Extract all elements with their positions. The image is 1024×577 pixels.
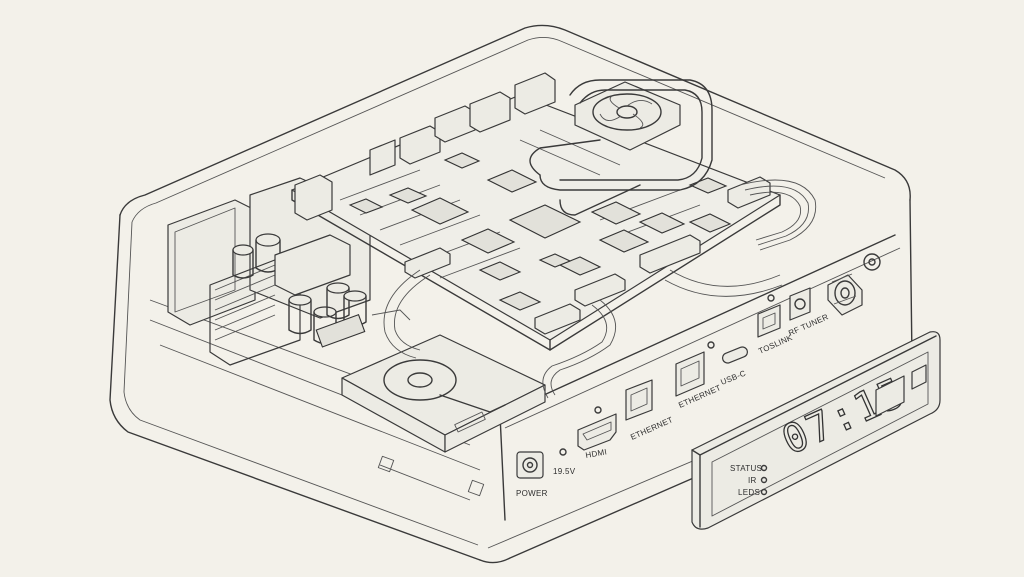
toslink-label: TOSLINK — [757, 333, 794, 356]
cables — [371, 179, 817, 399]
ethernet-label-1: ETHERNET — [629, 415, 674, 442]
main-board — [291, 72, 781, 351]
rf-tuner-port — [789, 287, 811, 321]
hdmi-label: HDMI — [585, 447, 608, 460]
toslink-port — [757, 304, 781, 338]
rear-board-connectors — [294, 72, 556, 221]
usb-c-port — [721, 346, 749, 364]
indicator-status: STATUS — [730, 464, 762, 473]
heat-pipes — [529, 79, 713, 216]
hard-drive — [341, 334, 546, 453]
display-button-small[interactable] — [911, 364, 927, 390]
ethernet-port-2 — [675, 351, 705, 397]
power-label: POWER — [516, 489, 548, 498]
ethernet-port-1 — [625, 379, 653, 421]
indicator-leds: LEDS — [738, 488, 760, 497]
usb-c-label: USB-C — [719, 369, 747, 387]
coax-connector — [827, 273, 863, 316]
indicator-ir: IR — [748, 476, 757, 485]
chips — [348, 152, 768, 311]
display-button-large[interactable] — [875, 375, 905, 417]
voltage-label: 19.5V — [553, 467, 576, 476]
power-jack — [516, 451, 544, 479]
cooling-fan — [574, 81, 681, 151]
hdmi-port — [577, 413, 617, 451]
